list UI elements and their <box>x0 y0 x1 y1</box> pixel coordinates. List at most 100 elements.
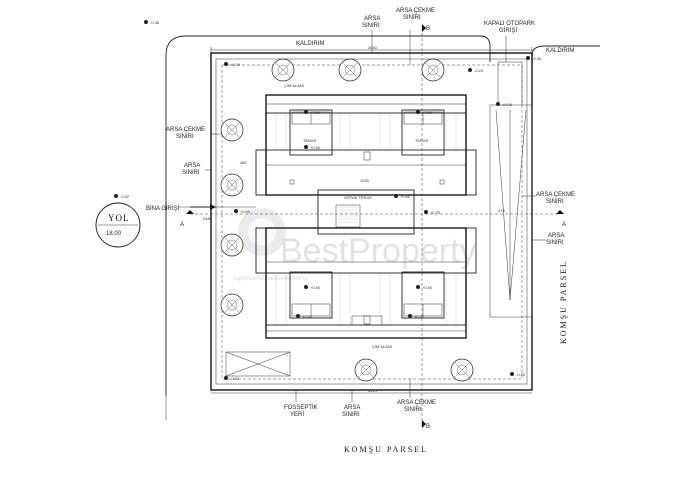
level-marker: -0.24 <box>468 68 484 73</box>
leader-lines <box>178 30 546 402</box>
arsa-siniri-top-2: SINIRI <box>362 23 380 29</box>
arsa-cekme-left-1: ARSA ÇEKME <box>166 127 205 133</box>
kapali-otopark-1: KAPALI OTOPARK <box>484 21 535 27</box>
tree <box>220 173 244 197</box>
svg-text:±0.00: ±0.00 <box>230 62 241 67</box>
svg-text:-0.02: -0.02 <box>120 194 130 199</box>
building-entrance-label: BİNA GİRİŞİ <box>146 205 180 212</box>
svg-text:+0.40: +0.40 <box>302 314 313 319</box>
svg-text:+0.60: +0.60 <box>400 194 411 199</box>
terrace-label-1: TERAS <box>303 138 317 143</box>
sidewalk-label-right: KALDIRIM <box>546 48 574 54</box>
svg-text:-0.24: -0.24 <box>474 68 484 73</box>
bottom-dimension: 3915 <box>211 388 532 394</box>
arsa-siniri-left-2: SINIRI <box>182 170 200 176</box>
entrance-arrow <box>190 204 216 210</box>
tree <box>421 58 445 82</box>
dim-1930: 1930 <box>360 178 370 183</box>
arsa-siniri-bottom-2: SINIRI <box>342 412 360 418</box>
arsa-cekme-bottom-1: ARSA ÇEKME <box>397 400 436 406</box>
tree <box>220 233 244 257</box>
sidewalk-label-top: KALDIRIM <box>296 41 324 47</box>
level-marker: +0.40 <box>296 314 313 319</box>
kapali-otopark-2: GİRİŞİ <box>499 27 517 34</box>
section-a-left-label: A <box>180 222 184 228</box>
building-upper: TERAS TERAS <box>255 94 477 196</box>
terrace-label-2: TERAS <box>415 138 429 143</box>
tree <box>220 293 244 317</box>
setback-boundary <box>221 64 523 380</box>
arsa-siniri-top-1: ARSA <box>364 16 380 22</box>
dim-label-bottom: 3915 <box>368 388 378 393</box>
level-marker: -0.20 <box>510 372 526 377</box>
arsa-cekme-right-1: ARSA ÇEKME <box>536 192 575 198</box>
arsa-cekme-right-2: SINIRI <box>546 199 564 205</box>
level-marker: -0.02 <box>224 376 240 381</box>
section-a-right-label: A <box>562 222 566 228</box>
arsa-cekme-top-1: ARSA ÇEKME <box>396 8 435 14</box>
top-dimension: 2640 <box>210 45 533 53</box>
svg-text:+0.50: +0.50 <box>310 145 321 150</box>
septic-tank <box>225 351 291 377</box>
watermark-text: BestProperty <box>280 232 477 270</box>
tree <box>271 58 295 82</box>
central-stair: ORTAK TERAS <box>317 189 415 235</box>
parking-ramp <box>489 61 533 318</box>
level-marker: +0.50 <box>416 285 433 290</box>
fosseptik-1: FOSSEPTİK <box>284 404 318 411</box>
svg-text:+0.40: +0.40 <box>414 314 425 319</box>
level-markers: -0.36 ±0.00 -0.24 -0.36 ±0.00 -0.02 +0.6… <box>114 20 542 381</box>
road-marker: YOL 18,00 <box>95 202 141 248</box>
road-label: YOL <box>108 213 130 223</box>
tree <box>338 58 362 82</box>
level-marker: -0.02 <box>114 194 130 199</box>
svg-text:-0.20: -0.20 <box>516 372 526 377</box>
central-terrace-label: ORTAK TERAS <box>344 195 372 200</box>
dim-label-top: 2640 <box>368 45 378 50</box>
arsa-siniri-left-1: ARSA <box>184 163 200 169</box>
svg-text:-0.36: -0.36 <box>150 20 160 25</box>
watermark-subtext: Зарубежная недвижимость <box>232 276 308 282</box>
level-marker: +0.50 <box>304 285 321 290</box>
lawn-label-bottom: ÇİM ALANI <box>372 344 392 349</box>
level-marker: +0.50 <box>304 110 321 115</box>
arsa-cekme-bottom-2: SINIRI <box>404 407 422 413</box>
level-marker: +0.40 <box>408 314 425 319</box>
level-marker: ±0.00 <box>224 62 241 67</box>
svg-text:+0.50: +0.50 <box>422 110 433 115</box>
road-width: 18,00 <box>106 231 122 237</box>
neighbor-parcel-bottom-label: KOMŞU PARSEL <box>344 445 428 454</box>
tree <box>354 358 378 382</box>
level-marker: -0.36 <box>526 56 542 61</box>
level-marker: ±0.00 <box>496 102 513 107</box>
arsa-cekme-left-2: SINIRI <box>176 134 194 140</box>
annotations: KALDIRIM KALDIRIM ARSA SINIRI ARSA ÇEKME… <box>146 8 575 454</box>
section-b-bottom-label: B <box>426 424 430 430</box>
building-lower <box>255 227 477 339</box>
dim-480: 480 <box>240 160 247 165</box>
level-marker: -0.36 <box>144 20 160 25</box>
tree <box>220 118 244 142</box>
tree <box>450 358 474 382</box>
dim-2480: 2480 <box>203 216 213 221</box>
level-marker: +0.70 <box>424 210 441 215</box>
watermark: BestProperty Зарубежная недвижимость <box>232 208 477 282</box>
svg-text:-0.02: -0.02 <box>230 376 240 381</box>
level-marker: +0.50 <box>416 110 433 115</box>
section-b-top-label: B <box>426 26 430 32</box>
neighbor-parcel-right-label: KOMŞU PARSEL <box>559 260 568 344</box>
dim-275: 275 <box>498 208 505 213</box>
lawn-label-top: ÇİM ALANI <box>284 83 304 88</box>
level-marker: +0.60 <box>394 194 411 199</box>
svg-text:+0.50: +0.50 <box>310 285 321 290</box>
arsa-siniri-right-1: ARSA <box>548 233 564 239</box>
svg-text:+0.50: +0.50 <box>310 110 321 115</box>
svg-text:+0.70: +0.70 <box>430 210 441 215</box>
svg-text:-0.36: -0.36 <box>532 56 542 61</box>
level-marker: +0.50 <box>304 145 321 150</box>
trees <box>220 58 474 382</box>
svg-text:+0.50: +0.50 <box>422 285 433 290</box>
arsa-siniri-bottom-1: ARSA <box>344 405 360 411</box>
arsa-siniri-right-2: SINIRI <box>546 240 564 246</box>
